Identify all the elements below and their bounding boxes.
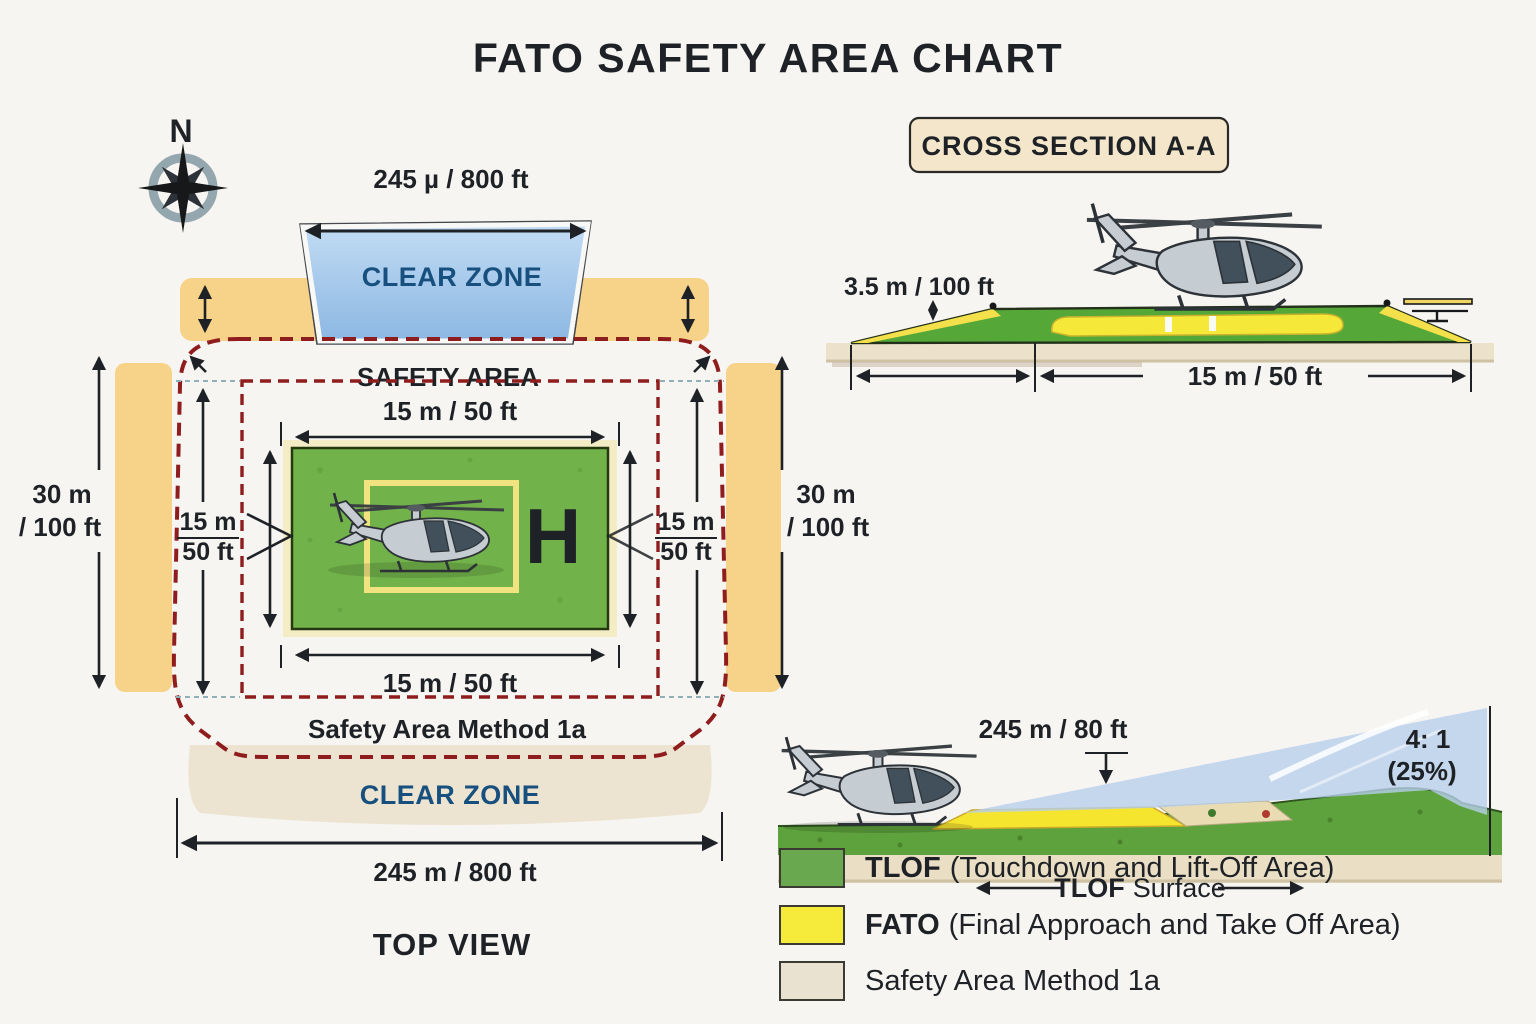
tlof-dim-top: 15 m / 50 ft — [383, 396, 518, 426]
legend-item-safety: Safety Area Method 1a — [865, 965, 1161, 997]
cs-height-label: 3.5 m / 100 ft — [844, 273, 995, 301]
corner-arrow-right — [693, 355, 711, 373]
clear-zone-top-outline — [299, 220, 592, 345]
ap-slope-percent: (25%) — [1387, 756, 1456, 786]
legend-swatch-tlof — [779, 848, 845, 888]
top-view: CLEAR ZONE SAFETY AREA H 15 m / 50 ft — [19, 113, 870, 962]
tlof-dim-bottom: 15 m / 50 ft — [383, 668, 518, 698]
top-view-caption: TOP VIEW — [373, 927, 531, 962]
helicopter-cross-section — [1087, 204, 1322, 309]
cross-section-title: CROSS SECTION A-A — [921, 131, 1216, 161]
legend-swatch-fato — [779, 905, 845, 945]
ap-slope-wedge — [962, 708, 1487, 815]
legend-item-fato: FATO(Final Approach and Take Off Area) — [865, 909, 1401, 941]
clear-zone-bottom-area — [188, 745, 712, 825]
helipad-h-marking: H — [525, 492, 581, 580]
legend-swatch-safety — [779, 961, 845, 1001]
cs-pad-marking — [1051, 313, 1344, 337]
compass-north-label: N — [169, 113, 192, 149]
legend-item-tlof: TLOF(Touchdown and Lift-Off Area) — [865, 852, 1334, 884]
fato-right-m: 15 m — [658, 508, 715, 536]
cs-height-pointer — [928, 300, 938, 321]
page-title: FATO SAFETY AREA CHART — [473, 35, 1063, 81]
ap-base-slab — [778, 853, 1502, 883]
fato-strip-left — [115, 363, 172, 692]
fato-area — [240, 379, 660, 699]
top-dim-label: 245 µ / 800 ft — [373, 164, 529, 194]
method-label: Safety Area Method 1a — [308, 714, 586, 744]
ap-dim-label: 245 m / 80 ft — [979, 714, 1128, 744]
cross-section: CROSS SECTION A-A 3.5 m / 100 ft — [826, 116, 1494, 392]
corner-arrow-left — [189, 355, 207, 373]
ap-slope-ratio: 4: 1 — [1406, 724, 1451, 754]
safety-area-label: SAFETY AREA — [357, 362, 539, 392]
bottom-dim-label: 245 m / 800 ft — [373, 857, 537, 887]
fato-left-ft: 50 ft — [182, 538, 234, 566]
cs-right-marker — [1403, 298, 1473, 323]
cs-width-label: 15 m / 50 ft — [1188, 361, 1323, 391]
safety-right-ft: / 100 ft — [787, 512, 870, 542]
compass-rose: N — [138, 113, 228, 233]
safety-right-m: 30 m — [796, 479, 855, 509]
legend: TLOF(Touchdown and Lift-Off Area) FATO(F… — [779, 848, 1401, 1001]
cs-pad-edge-right — [1379, 306, 1471, 342]
fato-right-ft: 50 ft — [660, 538, 712, 566]
fato-pointer-left — [246, 512, 294, 561]
ap-pad-patch — [1156, 800, 1294, 827]
fato-strip-right — [726, 363, 781, 692]
clear-zone-top-label: CLEAR ZONE — [362, 262, 543, 292]
ap-grass-texture — [817, 809, 1423, 848]
clear-zone-bottom-label: CLEAR ZONE — [360, 780, 541, 810]
safety-left-ft: / 100 ft — [19, 512, 102, 542]
helicopter-approach — [779, 735, 979, 827]
cross-section-title-box — [908, 116, 1230, 174]
safety-area-shape — [171, 337, 729, 759]
cs-pad-edge-left — [851, 309, 1001, 343]
fato-pointer-right — [606, 512, 654, 561]
tlof-texture — [307, 457, 583, 613]
cs-base-slab — [826, 343, 1494, 362]
fato-left-m: 15 m — [180, 508, 237, 536]
safety-left-m: 30 m — [32, 479, 91, 509]
